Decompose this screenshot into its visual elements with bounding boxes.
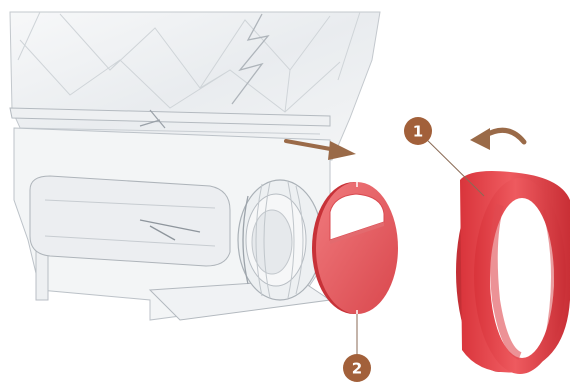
red-disc-insert	[312, 182, 398, 314]
callout-2-label: 2	[352, 360, 362, 378]
callout-2: 2	[343, 314, 371, 382]
front-trough	[30, 176, 230, 266]
threaded-outlet	[238, 180, 322, 300]
red-ring-seal	[456, 171, 570, 374]
callout-1: 1	[404, 117, 484, 196]
rotate-ccw-arrow-icon	[470, 128, 524, 150]
callout-1-label: 1	[413, 123, 423, 141]
